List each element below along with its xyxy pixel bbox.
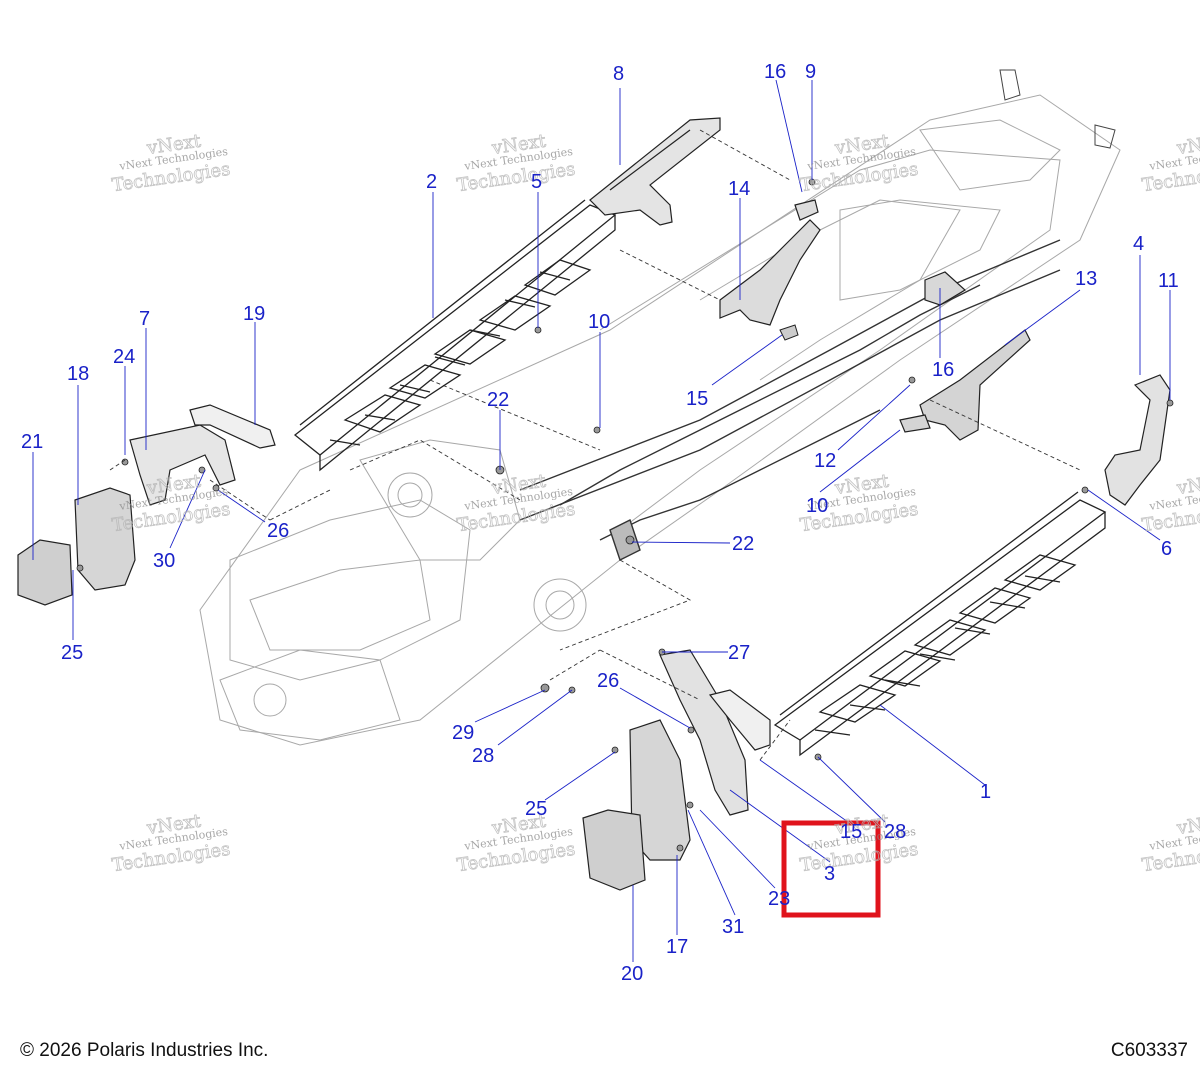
side-panel-18 — [74, 487, 136, 591]
callout-27[interactable]: 27 — [728, 642, 750, 664]
copyright-notice: © 2026 Polaris Industries Inc. — [20, 1040, 269, 1061]
highlight-box — [781, 820, 881, 918]
callout-2[interactable]: 2 — [426, 171, 437, 193]
callout-25b[interactable]: 25 — [525, 798, 547, 820]
callout-15b[interactable]: 15 — [840, 821, 862, 843]
callout-6[interactable]: 6 — [1161, 538, 1172, 560]
assembly-dashed-lines — [109, 129, 1081, 761]
callout-13[interactable]: 13 — [1075, 268, 1097, 290]
callout-14[interactable]: 14 — [728, 178, 750, 200]
running-board-right — [773, 491, 1107, 757]
callout-30[interactable]: 30 — [153, 550, 175, 572]
callout-25[interactable]: 25 — [61, 642, 83, 664]
washer-15 — [779, 324, 799, 341]
diagram-code: C603337 — [1110, 1040, 1188, 1061]
callout-22[interactable]: 22 — [487, 389, 509, 411]
callout-3[interactable]: 3 — [824, 863, 835, 885]
grab-handle-19b — [708, 689, 771, 751]
callout-26b[interactable]: 26 — [597, 670, 619, 692]
callout-7[interactable]: 7 — [139, 308, 150, 330]
callout-28[interactable]: 28 — [472, 745, 494, 767]
pad-20 — [582, 809, 646, 891]
bracket-16 — [924, 271, 967, 306]
callout-15[interactable]: 15 — [686, 388, 708, 410]
callout-5[interactable]: 5 — [531, 171, 542, 193]
callout-1[interactable]: 1 — [980, 781, 991, 803]
callout-4[interactable]: 4 — [1133, 233, 1144, 255]
callout-16[interactable]: 16 — [764, 61, 786, 83]
callout-17[interactable]: 17 — [666, 936, 688, 958]
callout-23[interactable]: 23 — [768, 888, 790, 910]
bracket-14 — [719, 199, 821, 326]
callout-9[interactable]: 9 — [805, 61, 816, 83]
bracket-8 — [589, 117, 721, 226]
tunnel-side-rail — [519, 239, 1061, 561]
callout-31[interactable]: 31 — [722, 916, 744, 938]
fasteners — [76, 178, 1174, 852]
callout-19[interactable]: 19 — [243, 303, 265, 325]
callout-29[interactable]: 29 — [452, 722, 474, 744]
callout-labels: 1 2 3 4 5 6 7 8 9 10 10 11 12 13 14 15 1… — [21, 61, 1179, 985]
callout-24[interactable]: 24 — [113, 346, 135, 368]
callout-10b[interactable]: 10 — [806, 495, 828, 517]
bracket-4 — [1104, 374, 1171, 506]
leader-lines — [32, 79, 1171, 962]
callout-28b[interactable]: 28 — [884, 821, 906, 843]
callout-21[interactable]: 21 — [21, 431, 43, 453]
callout-16b[interactable]: 16 — [932, 359, 954, 381]
callout-22b[interactable]: 22 — [732, 533, 754, 555]
bracket-7 — [129, 424, 236, 506]
callout-26[interactable]: 26 — [267, 520, 289, 542]
callout-11[interactable]: 11 — [1158, 270, 1179, 292]
watermarks: vNext vNext Technologies Technologies vN… — [110, 130, 1200, 876]
callout-18[interactable]: 18 — [67, 363, 89, 385]
pad-21 — [17, 539, 73, 606]
callout-20[interactable]: 20 — [621, 963, 643, 985]
callout-10[interactable]: 10 — [588, 311, 610, 333]
callout-8[interactable]: 8 — [613, 63, 624, 85]
bracket-13 — [899, 329, 1031, 441]
grab-handle-19 — [189, 404, 276, 449]
running-board-left — [293, 199, 617, 472]
callout-12[interactable]: 12 — [814, 450, 836, 472]
